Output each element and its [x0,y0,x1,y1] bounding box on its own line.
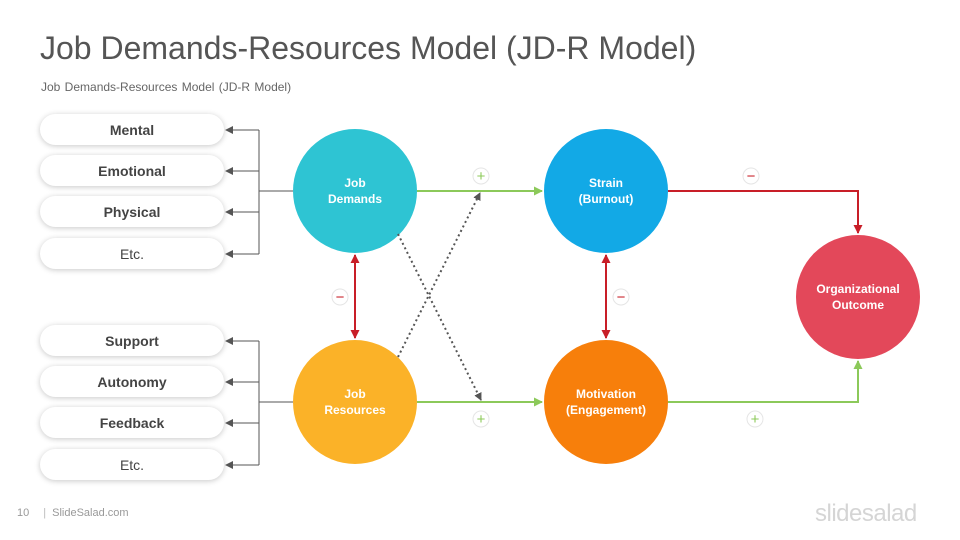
node-label-outcome: Organizational Outcome [816,282,900,312]
resource-bracket [225,337,293,469]
minus-badge: − [331,288,349,306]
resource-item-feedback: Feedback [40,407,224,438]
dotted-arrow-demands-to-motivation [397,233,482,401]
demand-item-physical: Physical [40,196,224,227]
demand-bracket [225,126,293,258]
slidesalad-logo: slidesalad [815,500,917,527]
node-label-job-resources: Job Resources [324,387,386,417]
node-outcome [796,235,920,359]
svg-text:−: − [336,289,345,306]
page-subtitle: Job Demands-Resources Model (JD-R Model) [41,80,292,94]
svg-text:+: + [477,168,486,185]
node-label-job-demands: Job Demands [327,176,383,206]
node-label-strain: Strain (Burnout) [578,176,634,206]
svg-text:+: + [751,411,760,428]
node-job-resources [293,340,417,464]
page-title: Job Demands-Resources Model (JD-R Model) [40,30,697,66]
demand-item-emotional: Emotional [40,155,224,186]
resource-item-support: Support [40,325,224,356]
plus-badge: + [746,410,764,428]
page-number: 10 [17,507,30,519]
arrow-motivation-to-outcome [668,360,863,403]
node-job-demands [293,129,417,253]
footer: 10|SlideSalad.com [17,507,129,519]
svg-text:−: − [617,289,626,306]
svg-text:−: − [747,168,756,185]
resource-item-etc: Etc. [40,449,224,480]
minus-badge: − [742,167,760,185]
node-strain [544,129,668,253]
arrow-strain-to-outcome [668,190,863,234]
node-label-motivation: Motivation (Engagement) [565,387,646,417]
svg-text:+: + [477,411,486,428]
minus-badge: − [612,288,630,306]
plus-badge: + [472,167,490,185]
demand-item-mental: Mental [40,114,224,145]
dotted-arrow-resources-to-strain [397,192,481,358]
plus-badge: + [472,410,490,428]
footer-source: SlideSalad.com [52,507,129,519]
demand-item-etc: Etc. [40,238,224,269]
resource-item-autonomy: Autonomy [40,366,224,397]
node-motivation [544,340,668,464]
